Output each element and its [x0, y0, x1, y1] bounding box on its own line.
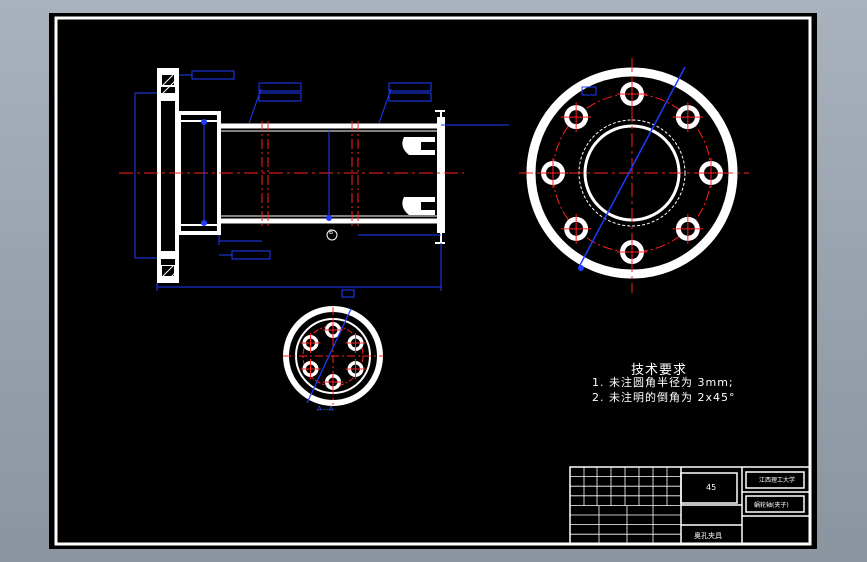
title-block-grid [570, 467, 681, 544]
datum-label: B [329, 229, 334, 236]
technical-requirement-2: 2. 未注明的倒角为 2x45° [592, 391, 736, 404]
drawing-number: 奥孔夹具 [694, 532, 722, 540]
datum-marker [326, 229, 338, 241]
part-name: 蜗轮轴(夹子) [754, 502, 789, 509]
section-label: A—A [317, 405, 334, 413]
front-section-view [119, 68, 509, 291]
material-label: 45 [706, 483, 717, 492]
bolt-hole-pattern-small [300, 320, 366, 392]
technical-requirements-heading: 技术要求 [631, 363, 688, 378]
bolt-hole-pattern [538, 79, 726, 267]
end-view [519, 58, 749, 293]
section-a-a-view [283, 289, 383, 406]
sheet-border [54, 16, 812, 546]
school-name: 江西理工大学 [759, 477, 796, 484]
drawing-sheet: 技术要求 1. 未注圆角半径为 3mm; 2. 未注明的倒角为 2x45° A—… [49, 13, 817, 549]
cad-drawing-canvas [54, 16, 812, 546]
technical-requirement-1: 1. 未注圆角半径为 3mm; [592, 376, 734, 389]
